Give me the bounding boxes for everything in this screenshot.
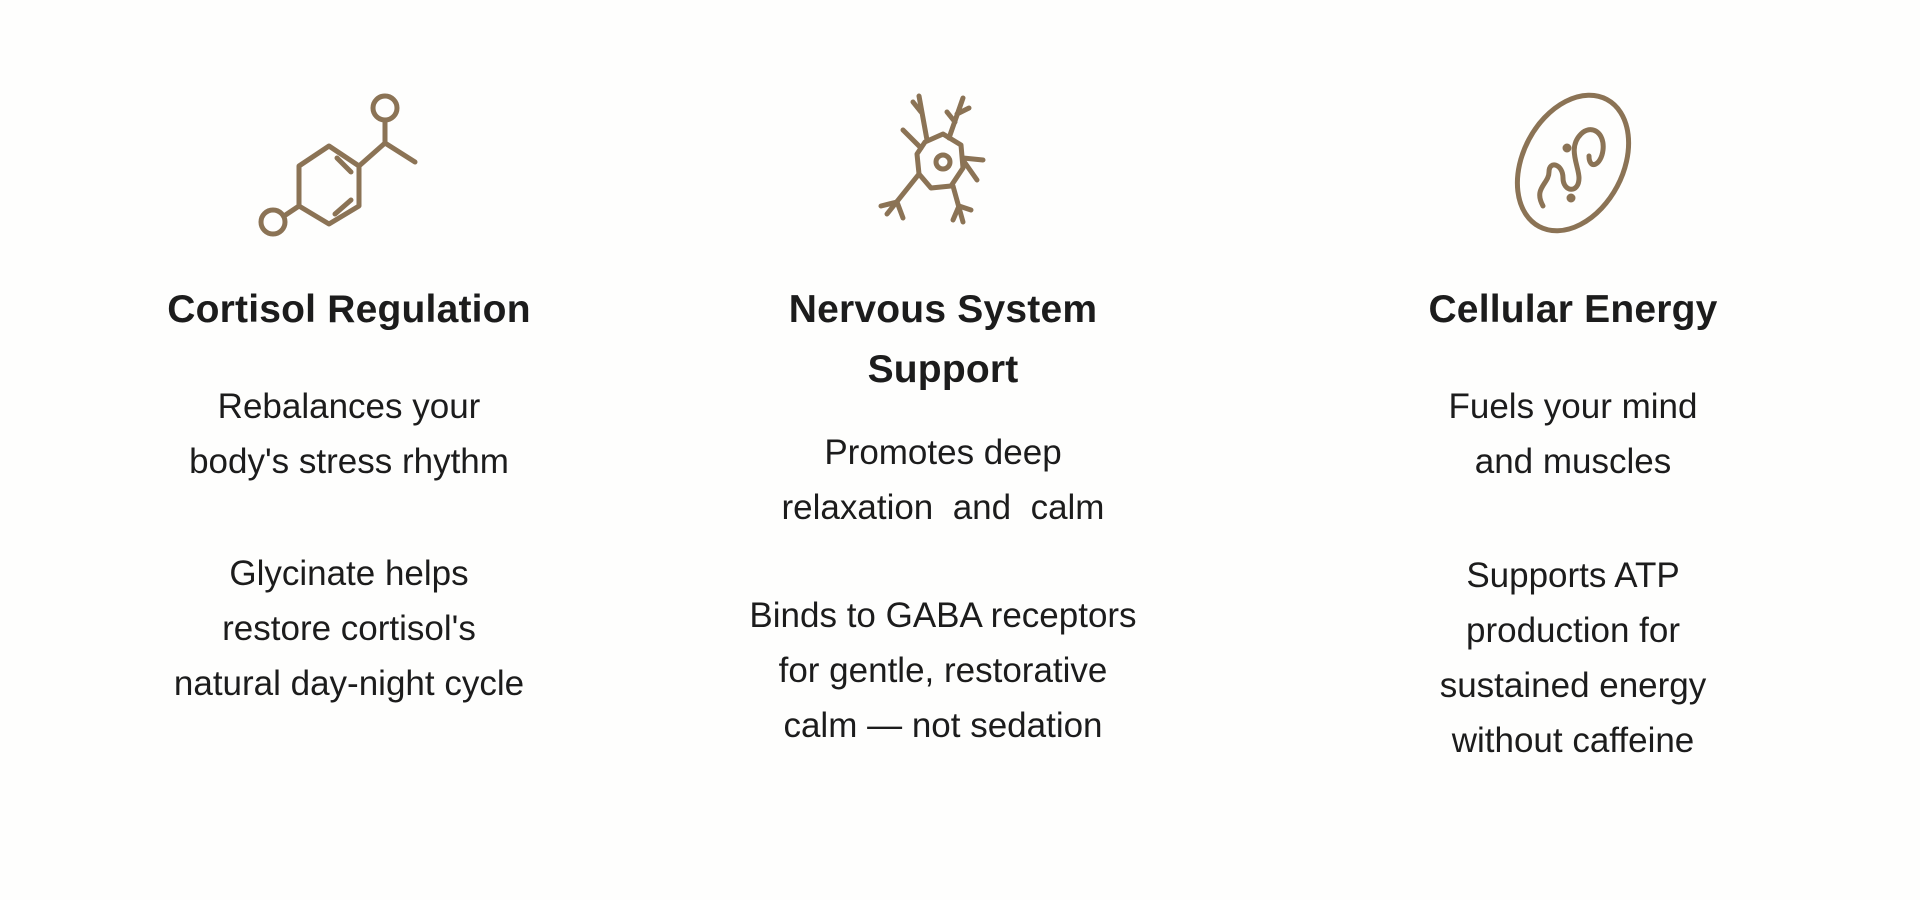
feature-detail: Glycinate helps restore cortisol's natur…	[49, 546, 649, 711]
feature-detail: Binds to GABA receptors for gentle, rest…	[643, 588, 1243, 753]
text-line: Fuels your mind	[1448, 387, 1698, 426]
text-line: and muscles	[1474, 442, 1672, 481]
text-line: Rebalances your	[217, 387, 481, 426]
text-line: restore cortisol's	[222, 609, 476, 648]
text-line: calm — not sedation	[783, 706, 1103, 745]
feature-nervous-system-support: Nervous System Support Promotes deep rel…	[643, 0, 1243, 900]
feature-title: Cortisol Regulation	[167, 288, 531, 331]
text-line: without caffeine	[1451, 721, 1695, 760]
neuron-icon	[873, 90, 1013, 235]
feature-title: Nervous System Support	[643, 280, 1243, 400]
feature-summary: Fuels your mind and muscles	[1273, 379, 1873, 489]
molecule-icon	[249, 88, 449, 243]
text-line: for gentle, restorative	[778, 651, 1108, 690]
mitochondria-icon	[1493, 88, 1653, 243]
feature-summary: Promotes deep relaxation and calm	[643, 425, 1243, 535]
text-line: sustained energy	[1439, 666, 1707, 705]
text-line: Binds to GABA receptors	[749, 596, 1137, 635]
text-line: Glycinate helps	[229, 554, 469, 593]
feature-detail: Supports ATP production for sustained en…	[1273, 548, 1873, 768]
feature-cortisol-regulation: Cortisol Regulation Rebalances your body…	[49, 0, 649, 900]
title-line: Nervous System	[788, 288, 1098, 331]
feature-cellular-energy: Cellular Energy Fuels your mind and musc…	[1273, 0, 1873, 900]
feature-title: Cellular Energy	[1428, 288, 1718, 331]
title-line: Support	[867, 348, 1019, 391]
text-line: body's stress rhythm	[189, 442, 509, 481]
text-line: production for	[1465, 611, 1681, 650]
text-line: natural day-night cycle	[173, 664, 525, 703]
text-line: Promotes deep	[824, 433, 1062, 472]
text-line: relaxation and calm	[781, 488, 1105, 527]
text-line: Supports ATP	[1466, 556, 1680, 595]
feature-summary: Rebalances your body's stress rhythm	[49, 379, 649, 489]
